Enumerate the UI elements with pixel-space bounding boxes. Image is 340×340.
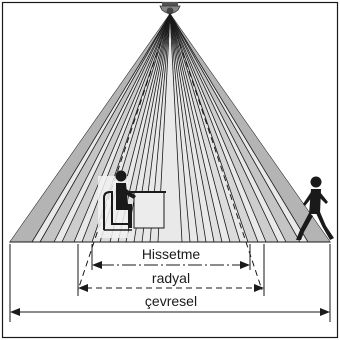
detection-label: Hissetme [142,246,201,262]
radial-dimension [77,244,265,296]
dashed-beam-boundaries [77,13,263,291]
tangential-dimension [9,244,331,322]
detection-cone [9,13,331,291]
walking-person-icon [296,176,334,240]
tangential-label: çevresel [145,293,197,309]
ceiling-motion-sensor-icon [159,2,181,15]
person-at-desk-icon [98,170,166,238]
radial-label: radyal [152,270,190,286]
detection-dimension [91,244,251,270]
